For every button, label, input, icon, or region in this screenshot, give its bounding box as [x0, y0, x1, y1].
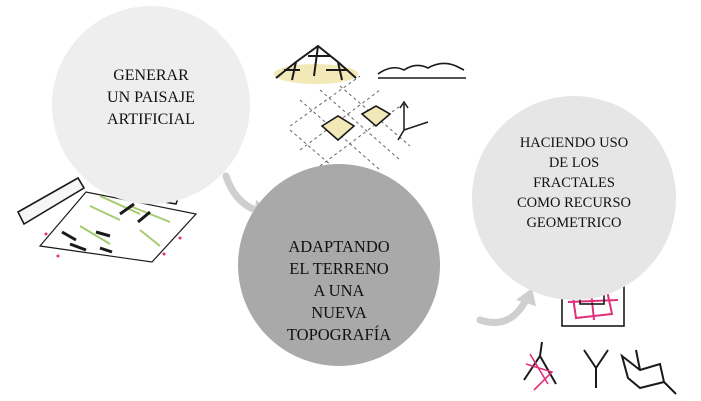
axes-icon — [397, 100, 429, 141]
step-1-circle: GENERAR UN PAISAJE ARTIFICIAL — [52, 6, 250, 204]
flow-arrow-2-head — [516, 288, 536, 306]
fractal-branches-sketch — [523, 341, 677, 395]
cube-sketch — [320, 105, 392, 142]
tree-sketch — [274, 44, 358, 84]
step-1-label: GENERAR UN PAISAJE ARTIFICIAL — [107, 67, 195, 128]
step-3-circle: HACIENDO USO DE LOS FRACTALES COMO RECUR… — [472, 96, 676, 300]
step-3-label: HACIENDO USO DE LOS FRACTALES COMO RECUR… — [516, 135, 631, 231]
mountain-profile-sketch — [377, 62, 466, 79]
flow-arrow-2 — [476, 296, 530, 326]
step-2-label: ADAPTANDO EL TERRENO A UNA NUEVA TOPOGRA… — [286, 237, 392, 344]
step-2-circle: ADAPTANDO EL TERRENO A UNA NUEVA TOPOGRA… — [238, 164, 440, 366]
